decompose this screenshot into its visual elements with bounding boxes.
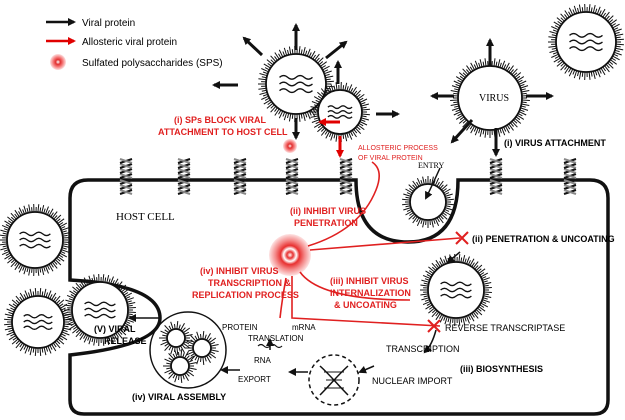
nuclear-import-arrow xyxy=(358,365,375,374)
virus-particle xyxy=(163,349,197,383)
receptor-icon xyxy=(119,158,133,195)
path-to-reverse-transcriptase xyxy=(291,276,441,327)
virus-particle xyxy=(402,176,454,228)
penetration-arrow xyxy=(446,251,461,264)
host-cell-label: HOST CELL xyxy=(116,211,175,223)
receptor-icon xyxy=(285,158,299,195)
block-attachment-label-2: ATTACHMENT TO HOST CELL xyxy=(158,127,288,137)
virus-particle xyxy=(548,3,624,81)
inhibit-transcription-label-3: REPLICATION PROCESS xyxy=(192,290,299,300)
viral-release-label-2: RELEASE xyxy=(104,336,147,346)
legend-viral-protein: Viral protein xyxy=(82,18,135,29)
viral-protein-arrows xyxy=(212,23,554,157)
inhibition-paths xyxy=(279,161,461,327)
process-arrows xyxy=(128,167,461,376)
x-mark xyxy=(455,231,469,245)
path-to-penetration xyxy=(309,237,461,251)
x-mark xyxy=(427,319,441,333)
mrna-label: mRNA xyxy=(292,323,316,332)
block-attachment-label-1: (i) SPs BLOCK VIRAL xyxy=(174,115,267,125)
assembly-vesicle xyxy=(149,311,227,389)
virus-particle xyxy=(0,203,71,277)
nuclear-import-label: NUCLEAR IMPORT xyxy=(372,376,453,386)
virus-attachment-label: (i) VIRUS ATTACHMENT xyxy=(504,138,606,148)
inhibit-transcription-label-2: TRANSCRIPTION & xyxy=(208,278,292,288)
legend-sps: Sulfated polysaccharides (SPS) xyxy=(82,58,223,69)
virus-particles xyxy=(0,3,624,356)
path-to-internalization xyxy=(299,271,411,301)
virus-particle xyxy=(64,273,136,347)
inhibit-transcription-label-1: (iv) INHIBIT VIRUS xyxy=(200,266,279,276)
receptor-icon xyxy=(489,158,503,195)
allosteric-arrows xyxy=(318,118,344,158)
virus-particle xyxy=(258,45,334,123)
viral-release-label-1: (V) VIRAL xyxy=(94,324,136,334)
nucleus-envelope xyxy=(308,354,360,406)
entry-arrow xyxy=(425,167,441,200)
biosynthesis-label: (iii) BIOSYNTHESIS xyxy=(460,364,543,374)
inhibit-internalization-label-2: INTERNALIZATION xyxy=(330,288,411,298)
path-to-protein xyxy=(279,277,287,319)
legend-allosteric-protein: Allosteric viral protein xyxy=(82,37,177,48)
inhibit-internalization-label-1: (iii) INHIBIT VIRUS xyxy=(330,276,409,286)
receptor-icon xyxy=(177,158,191,195)
entry-label: ENTRY xyxy=(418,161,444,170)
legend: Viral protein Allosteric viral protein S… xyxy=(46,18,223,70)
nucleus xyxy=(308,354,360,406)
viral-protein-arrow xyxy=(242,36,264,57)
viral-assembly-label: (iv) VIRAL ASSEMBLY xyxy=(132,392,226,402)
sps-particle-large xyxy=(269,234,311,276)
receptor-icon xyxy=(339,158,353,195)
receptor-icon xyxy=(233,158,247,195)
membrane-receptors xyxy=(119,158,577,195)
sps-particle xyxy=(283,139,297,153)
reverse-transcriptase-label: REVERSE TRANSCRIPTASE xyxy=(445,323,565,333)
translation-label: TRANSLATION xyxy=(248,334,304,343)
inhibition-marks xyxy=(427,231,469,333)
viral-protein-arrow xyxy=(450,118,474,144)
virus-particle xyxy=(185,331,219,365)
legend-sps-icon xyxy=(50,54,66,70)
export-label: EXPORT xyxy=(238,375,271,384)
rna-label: RNA xyxy=(254,356,272,365)
path-to-allosteric xyxy=(307,161,380,247)
allosteric-label-1: ALLOSTERIC PROCESS xyxy=(358,145,438,152)
virus-particle xyxy=(4,288,72,356)
rna-strand-icon xyxy=(257,343,283,349)
inhibit-penetration-label-2: PENETRATION xyxy=(294,218,358,228)
biosynthesis-arrow xyxy=(423,329,437,354)
viral-protein-arrow xyxy=(325,40,348,60)
inhibit-internalization-label-3: & UNCOATING xyxy=(334,300,397,310)
viral-assembly xyxy=(149,311,227,389)
virus-particle xyxy=(420,253,492,327)
inhibit-penetration-label-1: (ii) INHIBIT VIRUS xyxy=(290,206,366,216)
transcription-label: TRANSCRIPTION xyxy=(386,344,460,354)
penetration-uncoating-label: (ii) PENETRATION & UNCOATING xyxy=(472,234,615,244)
virus-label: VIRUS xyxy=(479,93,509,104)
protein-label: PROTEIN xyxy=(222,323,258,332)
virus-particle xyxy=(159,321,193,355)
allosteric-label-2: OF VIRAL PROTEIN xyxy=(358,155,423,162)
receptor-icon xyxy=(563,158,577,195)
